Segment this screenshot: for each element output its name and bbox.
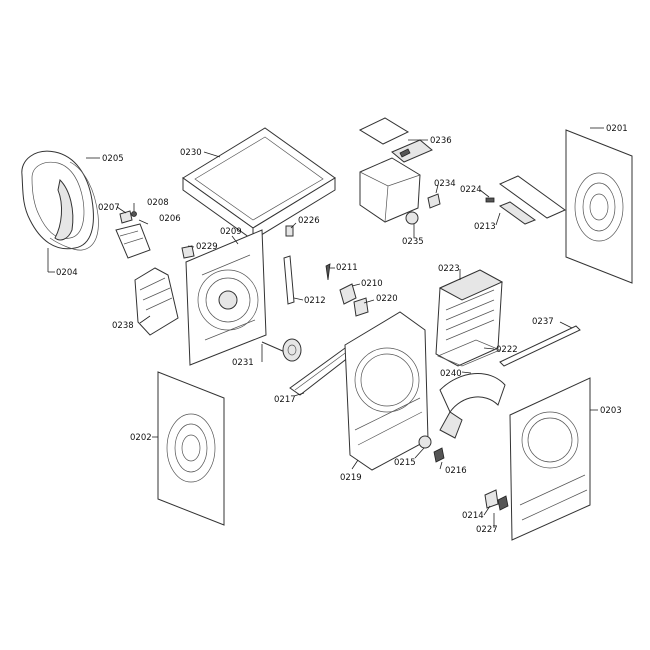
part-0213-element-plate (498, 175, 566, 225)
label-0231: 0231 (232, 358, 254, 368)
part-0230-top-cover (182, 127, 336, 241)
part-0215-roller (418, 435, 432, 449)
part-0227-catch (497, 495, 509, 511)
part-0222-seal (437, 339, 501, 367)
label-0223: 0223 (438, 264, 460, 274)
label-0227: 0227 (476, 525, 498, 535)
part-0240-duct (439, 373, 506, 439)
label-0224: 0224 (460, 185, 482, 195)
part-0206-door-lock (115, 223, 151, 259)
part-0205-door-seal (21, 150, 94, 250)
leader-lines (47, 127, 604, 528)
label-0238: 0238 (112, 321, 134, 331)
label-0235: 0235 (402, 237, 424, 247)
label-0211: 0211 (336, 263, 358, 273)
label-0220: 0220 (376, 294, 398, 304)
label-0222: 0222 (496, 345, 518, 355)
part-0203-front-panel (509, 377, 591, 541)
part-0207-hinge (119, 210, 133, 224)
part-0204-gasket (49, 161, 99, 251)
part-0224-clip (485, 197, 495, 203)
part-0220-connector (353, 297, 369, 317)
part-0235-pump-housing (359, 157, 421, 225)
label-0210: 0210 (361, 279, 383, 289)
part-0202-side-panel (157, 371, 225, 526)
label-0230: 0230 (180, 148, 202, 158)
label-0215: 0215 (394, 458, 416, 468)
label-0240: 0240 (440, 369, 462, 379)
part-0212-rod (283, 255, 295, 305)
part-0231-fan-wheel (261, 338, 302, 362)
label-0219: 0219 (340, 473, 362, 483)
label-0208: 0208 (147, 198, 169, 208)
part-0229-bracket (181, 245, 195, 259)
label-0202: 0202 (130, 433, 152, 443)
part-0214-latch (484, 489, 499, 509)
label-0201: 0201 (606, 124, 628, 134)
label-0237: 0237 (532, 317, 554, 327)
part-0226-clip (285, 225, 294, 237)
label-0234: 0234 (434, 179, 456, 189)
label-0236: 0236 (430, 136, 452, 146)
label-0204: 0204 (56, 268, 78, 278)
part-0216-bolt (433, 447, 445, 463)
label-0212: 0212 (304, 296, 326, 306)
part-0209-rear-panel (185, 229, 267, 366)
part-0208-hinge-pin (131, 211, 137, 217)
part-0236-control-module (358, 117, 433, 163)
label-0216: 0216 (445, 466, 467, 476)
label-0213: 0213 (474, 222, 496, 232)
label-0206: 0206 (159, 214, 181, 224)
label-0226: 0226 (298, 216, 320, 226)
part-0234-switch (427, 193, 441, 209)
part-0237-bar (499, 325, 581, 367)
label-0214: 0214 (462, 511, 484, 521)
part-0223-condenser (435, 269, 504, 367)
label-0207: 0207 (98, 203, 120, 213)
part-0238-filter-housing (134, 267, 179, 336)
label-0217: 0217 (274, 395, 296, 405)
label-0209: 0209 (220, 227, 242, 237)
part-0211-screw (325, 263, 331, 281)
label-0205: 0205 (102, 154, 124, 164)
label-0203: 0203 (600, 406, 622, 416)
part-labels: 0205 0204 0207 0208 0206 0229 0238 0230 … (56, 124, 628, 535)
part-0219-bulkhead (344, 311, 429, 471)
label-0229: 0229 (196, 242, 218, 252)
part-0210-sensor (339, 283, 357, 305)
part-0201-side-panel (565, 129, 633, 284)
